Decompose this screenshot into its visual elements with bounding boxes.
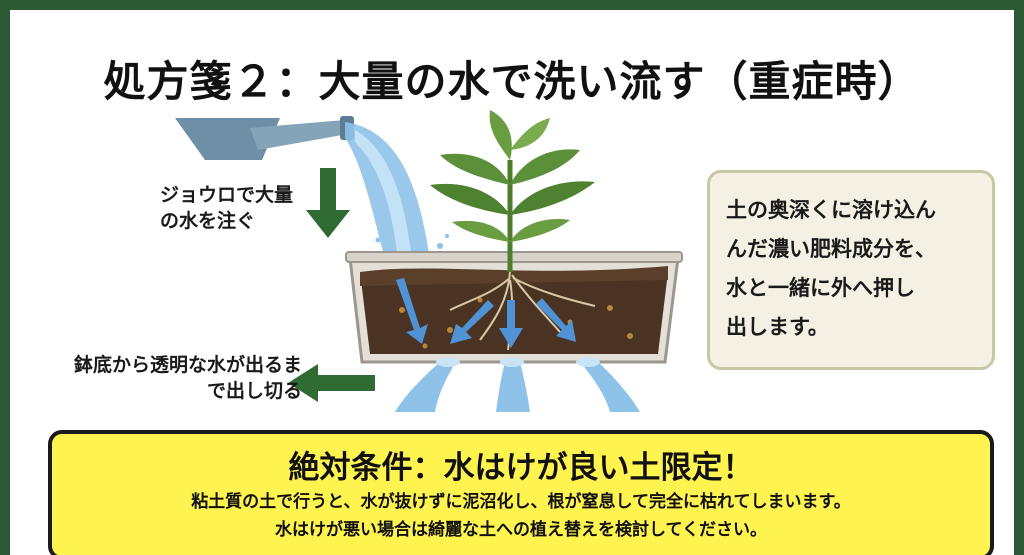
water-stream-icon bbox=[345, 122, 449, 260]
page-title: 処方箋２：大量の水で洗い流す（重症時） bbox=[103, 57, 921, 106]
info-line: んだ濃い肥料成分を、 bbox=[726, 237, 936, 261]
soil-flow-arrows bbox=[396, 278, 576, 348]
left-arrow-icon bbox=[288, 364, 375, 402]
pour-label: ジョウロで大量の水を注ぐ bbox=[160, 184, 294, 232]
illustration bbox=[175, 110, 683, 412]
warning-text: 粘土質の土で行うと、水が抜けずに泥沼化し、根が窒息して完全に枯れてしまいます。 bbox=[191, 492, 851, 512]
diagram-frame: 処方箋２：大量の水で洗い流す（重症時） ジョウロで大量の水を注ぐ 鉢底から透明な… bbox=[10, 10, 1014, 555]
down-arrow-icon bbox=[306, 168, 350, 238]
info-line: 土の奥深くに溶け込ん bbox=[726, 198, 936, 222]
warning-box: 絶対条件：水はけが良い土限定！ 粘土質の土で行うと、水が抜けずに泥沼化し、根が窒… bbox=[48, 430, 994, 555]
warning-title: 絶対条件：水はけが良い土限定！ bbox=[288, 450, 754, 486]
info-line: 水と一緒に外へ押し bbox=[726, 276, 915, 300]
warning-text: 水はけが悪い場合は綺麗な土への植え替えを検討してください。 bbox=[275, 520, 767, 540]
drain-water bbox=[395, 357, 640, 412]
drain-label: 鉢底から透明な水が出るまで出し切る bbox=[73, 354, 302, 402]
info-box: 土の奥深くに溶け込ん んだ濃い肥料成分を、 水と一緒に外へ押し 出します。 bbox=[707, 170, 995, 370]
info-line: 出します。 bbox=[726, 315, 829, 339]
plant-icon bbox=[430, 110, 595, 272]
watering-can-icon bbox=[175, 116, 354, 160]
